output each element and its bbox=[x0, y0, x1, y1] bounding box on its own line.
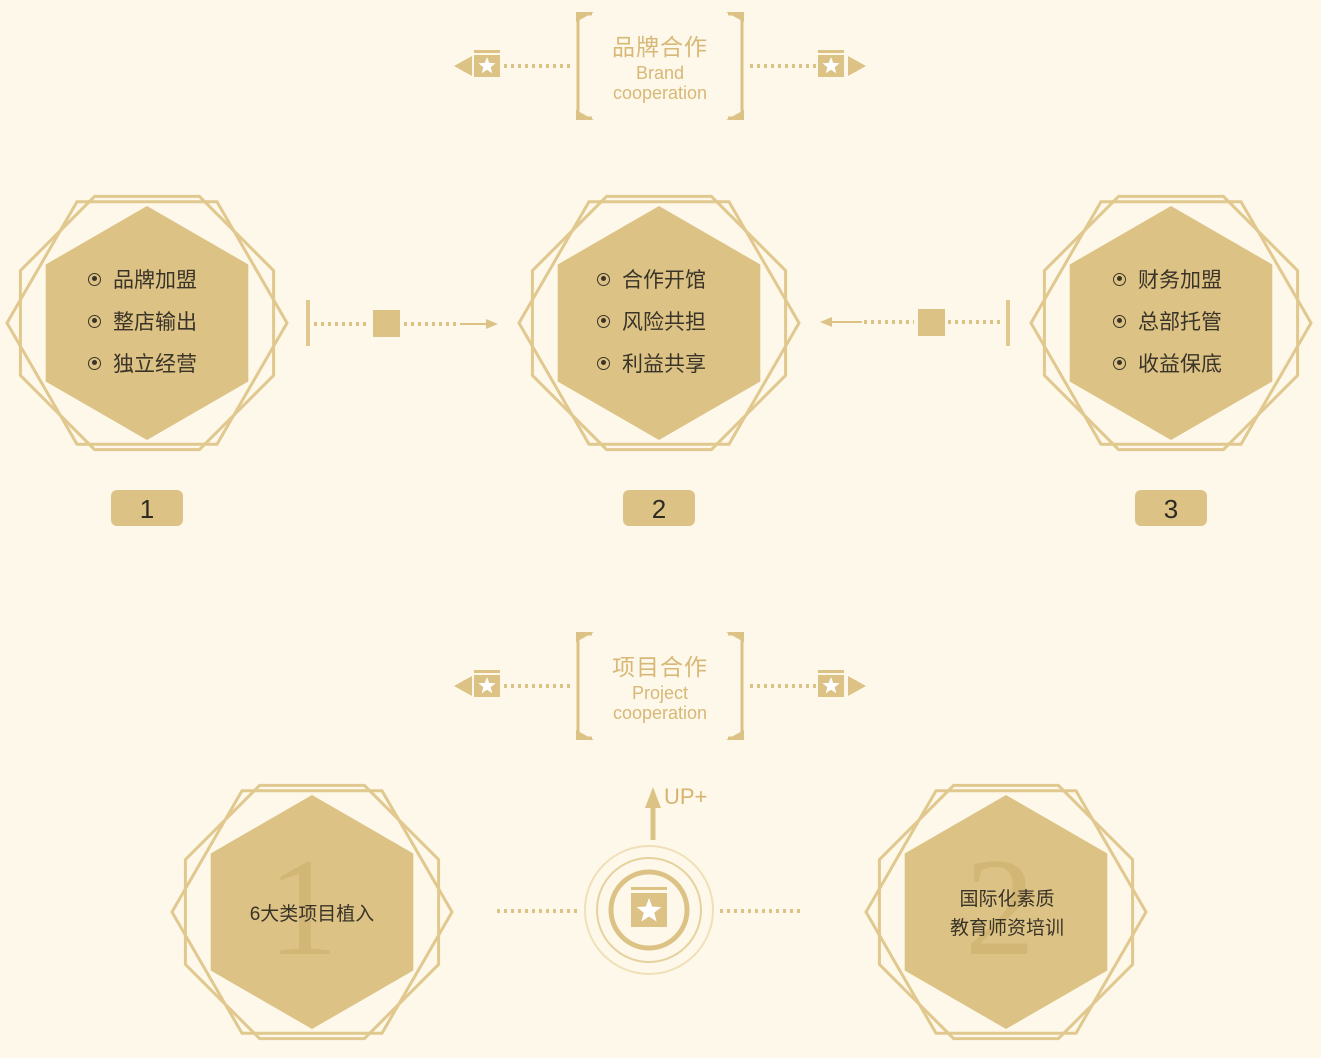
up-plus-label: UP+ bbox=[664, 784, 708, 809]
brand-title-en-line1: Brand bbox=[635, 63, 685, 83]
star-icon bbox=[478, 57, 496, 74]
list-item: 财务加盟 bbox=[1113, 258, 1222, 300]
list-item: 风险共担 bbox=[597, 300, 706, 342]
step-3-item-3: 收益保底 bbox=[1138, 353, 1222, 376]
step-1-item-1: 品牌加盟 bbox=[113, 269, 197, 292]
brand-title-cn: 品牌合作 bbox=[612, 34, 708, 60]
octagon-frame bbox=[877, 783, 1135, 1041]
step-3-item-1: 财务加盟 bbox=[1138, 269, 1222, 292]
bracket-corner bbox=[576, 730, 594, 740]
bullet-icon bbox=[1113, 272, 1126, 286]
emblem-middle-ring bbox=[596, 857, 702, 963]
list-item: 合作开馆 bbox=[597, 258, 706, 300]
hexagon-frame bbox=[864, 789, 1148, 1035]
list-item: 利益共享 bbox=[597, 342, 706, 384]
step-2-number-badge: 2 bbox=[623, 490, 695, 526]
hexagon-frame bbox=[1029, 200, 1313, 446]
step-3-number-badge: 3 bbox=[1135, 490, 1207, 526]
project-left-line-1: 6大类项目植入 bbox=[249, 904, 375, 925]
bullet-icon bbox=[88, 314, 101, 328]
hexagon-frame bbox=[5, 200, 289, 446]
project-title-cn: 项目合作 bbox=[612, 654, 708, 680]
step-1-list: 品牌加盟 整店输出 独立经营 bbox=[88, 258, 197, 384]
emblem-box-top-icon bbox=[631, 887, 667, 890]
bracket-corner bbox=[726, 730, 744, 740]
arrow-left-icon bbox=[454, 56, 472, 76]
step-2-item-1: 合作开馆 bbox=[622, 269, 706, 292]
star-box-top-icon bbox=[818, 670, 844, 673]
bracket-corner bbox=[726, 12, 744, 22]
project-right-text: 国际化素质 教育师资培训 bbox=[907, 885, 1107, 943]
hexagon-fill bbox=[904, 795, 1108, 1029]
octagon-frame bbox=[1042, 194, 1300, 452]
octagon-frame bbox=[18, 194, 276, 452]
step-1-item-3: 独立经营 bbox=[113, 353, 197, 376]
step-2-item-2: 风险共担 bbox=[622, 311, 706, 334]
bullet-icon bbox=[1113, 356, 1126, 370]
list-item: 整店输出 bbox=[88, 300, 197, 342]
star-box-top-icon bbox=[474, 670, 500, 673]
list-item: 品牌加盟 bbox=[88, 258, 197, 300]
arrow-left-icon bbox=[820, 317, 832, 327]
project-left-text: 6大类项目植入 bbox=[212, 900, 412, 929]
hexagon-fill bbox=[1069, 206, 1273, 440]
bullet-icon bbox=[88, 356, 101, 370]
hexagon-frame bbox=[170, 789, 454, 1035]
step-3-list: 财务加盟 总部托管 收益保底 bbox=[1113, 258, 1222, 384]
step-2-item-3: 利益共享 bbox=[622, 353, 706, 376]
bullet-icon bbox=[597, 356, 610, 370]
arrow-right-icon bbox=[848, 56, 866, 76]
bracket-corner bbox=[576, 12, 594, 22]
up-arrow-icon bbox=[645, 787, 661, 808]
emblem-inner-ring bbox=[608, 869, 690, 951]
bracket-corner bbox=[726, 110, 744, 120]
bracket-corner bbox=[726, 632, 744, 642]
right-bracket bbox=[728, 632, 744, 740]
project-right-line-2: 教育师资培训 bbox=[949, 918, 1064, 939]
hexagon-fill bbox=[45, 206, 249, 440]
step-1-item-2: 整店输出 bbox=[113, 311, 197, 334]
bullet-icon bbox=[1113, 314, 1126, 328]
bullet-icon bbox=[597, 314, 610, 328]
octagon-frame bbox=[530, 194, 788, 452]
bullet-icon bbox=[597, 272, 610, 286]
list-item: 独立经营 bbox=[88, 342, 197, 384]
project-right-line-1: 国际化素质 bbox=[959, 889, 1055, 910]
project-left-bg-number: 1 bbox=[268, 830, 338, 985]
arrow-right-icon bbox=[486, 319, 498, 329]
project-title-en-line2: cooperation bbox=[612, 703, 708, 723]
connector-square bbox=[373, 310, 400, 337]
hexagon-frame bbox=[517, 200, 801, 446]
list-item: 收益保底 bbox=[1113, 342, 1222, 384]
star-icon bbox=[822, 677, 840, 694]
arrow-left-icon bbox=[454, 676, 472, 696]
star-box-top-icon bbox=[474, 50, 500, 53]
arrow-right-icon bbox=[848, 676, 866, 696]
octagon-frame bbox=[183, 783, 441, 1041]
bracket-corner bbox=[576, 110, 594, 120]
step-1-number-badge: 1 bbox=[111, 490, 183, 526]
hexagon-fill bbox=[557, 206, 761, 440]
star-box-top-icon bbox=[818, 50, 844, 53]
project-right-bg-number: 2 bbox=[965, 830, 1035, 985]
step-2-list: 合作开馆 风险共担 利益共享 bbox=[597, 258, 706, 384]
brand-title-en-line2: cooperation bbox=[612, 83, 708, 103]
right-bracket bbox=[728, 12, 744, 120]
emblem-outer-ring bbox=[584, 845, 714, 975]
hexagon-fill bbox=[210, 795, 414, 1029]
project-title-en-line1: Project bbox=[631, 683, 689, 703]
list-item: 总部托管 bbox=[1113, 300, 1222, 342]
connector-square bbox=[918, 309, 945, 336]
step-3-item-2: 总部托管 bbox=[1138, 311, 1222, 334]
emblem-star-icon bbox=[636, 898, 662, 922]
bracket-corner bbox=[576, 632, 594, 642]
star-icon bbox=[478, 677, 496, 694]
bullet-icon bbox=[88, 272, 101, 286]
star-icon bbox=[822, 57, 840, 74]
